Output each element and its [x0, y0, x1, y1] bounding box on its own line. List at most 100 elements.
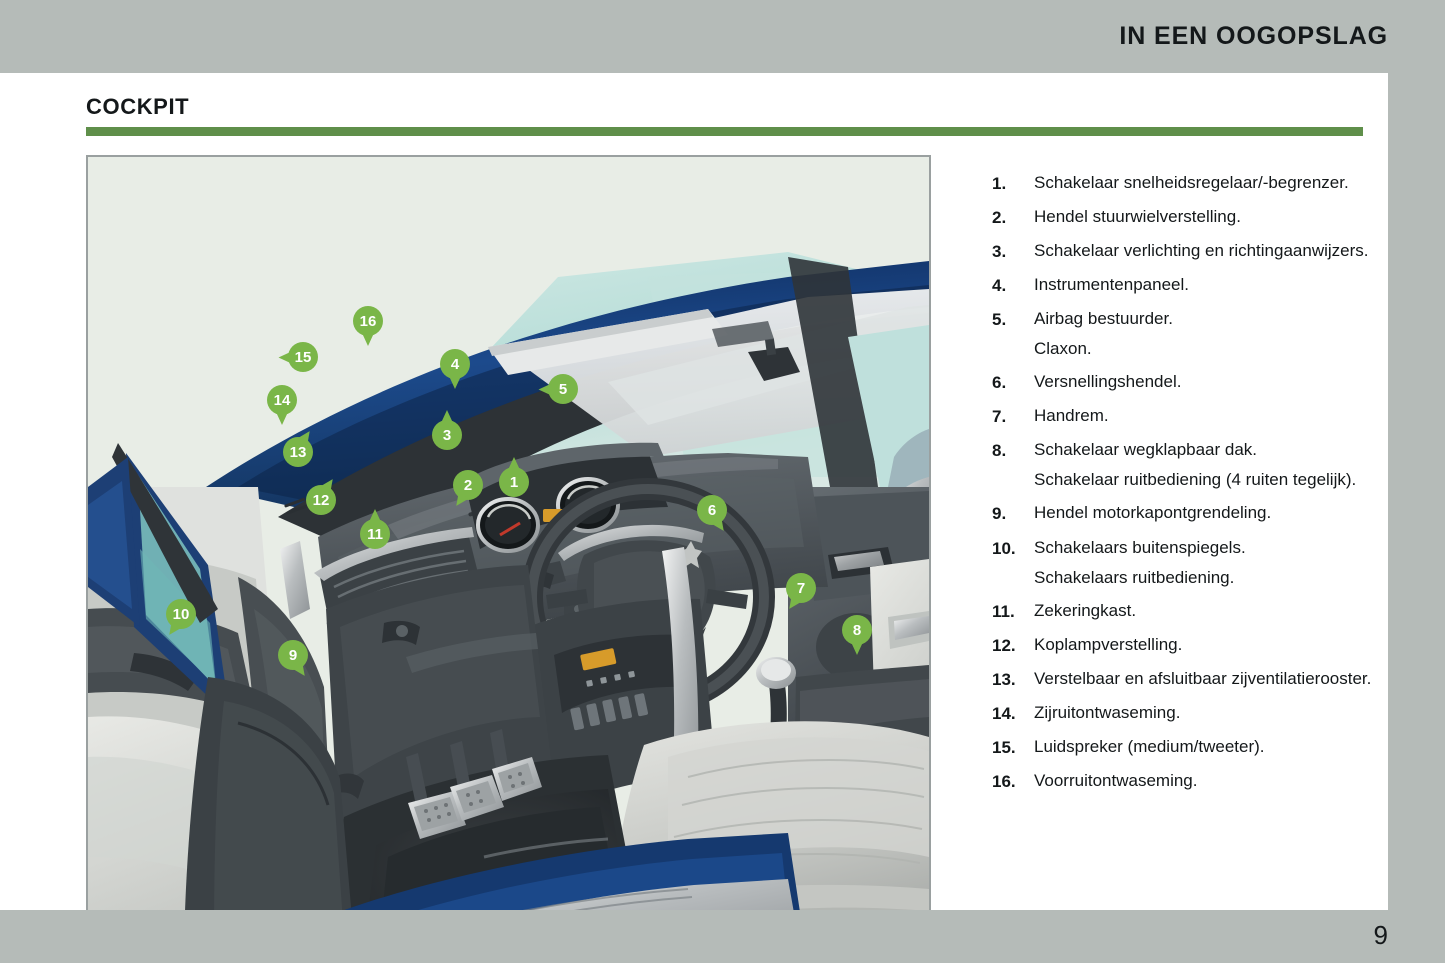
legend-item-number: 8.	[992, 441, 1007, 461]
legend-item: 3. Schakelaar verlichting en richtingaanw…	[992, 241, 1372, 262]
legend-item: 8. Schakelaar wegklapbaar dak.	[992, 440, 1372, 461]
callout-marker-label: 8	[852, 621, 862, 639]
legend-item: 7. Handrem.	[992, 406, 1372, 427]
legend-item-number: 16.	[992, 771, 1016, 791]
callout-marker-label: 5	[558, 380, 568, 398]
callout-marker-13[interactable]: 13	[283, 427, 315, 467]
legend-item: 4. Instrumentenpaneel.	[992, 275, 1372, 296]
cockpit-legend-list: 1. Schakelaar snelheidsregelaar/-begrenze…	[952, 173, 1372, 805]
cockpit-illustration: :::	[86, 155, 931, 963]
legend-item-label: Airbag bestuurder.	[1034, 309, 1173, 329]
callout-marker-10[interactable]: 10	[164, 599, 196, 639]
legend-item-label: Zijruitontwaseming.	[1034, 702, 1181, 722]
callout-marker-label: 10	[172, 605, 190, 623]
callout-pointer-icon	[538, 383, 552, 396]
page-title: COCKPIT	[86, 94, 190, 119]
callout-marker-label: 16	[359, 312, 377, 330]
legend-item: 6. Versnellingshendel.	[992, 372, 1372, 393]
legend-item: 9. Hendel motorkapontgrendeling.	[992, 503, 1372, 524]
legend-item-label: Hendel stuurwielverstelling.	[1034, 207, 1241, 227]
callout-pointer-icon	[278, 351, 292, 364]
callout-pointer-icon	[449, 376, 461, 389]
legend-item-label: Koplampverstelling.	[1034, 634, 1183, 654]
callout-marker-label: 15	[294, 348, 312, 366]
callout-pointer-icon	[369, 509, 381, 522]
legend-item-number: 12.	[992, 635, 1016, 655]
callout-marker-label: 1	[509, 473, 519, 491]
page-header-band: IN EEN OOGOPSLAG	[0, 0, 1445, 73]
callout-marker-9[interactable]: 9	[278, 640, 310, 680]
legend-item: 12. Koplampverstelling.	[992, 635, 1372, 656]
legend-item: 5. Airbag bestuurder.	[992, 309, 1372, 330]
legend-item: 1. Schakelaar snelheidsregelaar/-begrenze…	[992, 173, 1372, 194]
legend-item-number: 10.	[992, 538, 1016, 558]
callout-marker-16[interactable]: 16	[353, 306, 383, 346]
legend-item-number: 4.	[992, 276, 1007, 296]
callout-marker-label: 7	[796, 579, 806, 597]
section-title: IN EEN OOGOPSLAG	[1119, 22, 1388, 50]
callout-marker-6[interactable]: 6	[697, 495, 729, 535]
callout-pointer-icon	[276, 412, 288, 425]
legend-item: Schakelaar ruitbediening (4 ruiten tegel…	[992, 470, 1372, 490]
callout-marker-5[interactable]: 5	[538, 374, 578, 404]
callout-marker-8[interactable]: 8	[842, 615, 872, 655]
legend-item-number: 1.	[992, 174, 1007, 193]
legend-item-label: Voorruitontwaseming.	[1034, 770, 1198, 790]
page-number: 9	[1373, 920, 1388, 950]
legend-item: 13. Verstelbaar en afsluitbaar zijventila…	[992, 669, 1372, 690]
page-footer-band: 9	[0, 910, 1445, 963]
callout-pointer-icon	[851, 642, 863, 655]
callout-marker-3[interactable]: 3	[432, 410, 462, 450]
callout-marker-2[interactable]: 2	[451, 470, 483, 510]
legend-item-number: 5.	[992, 310, 1007, 330]
callout-pointer-icon	[441, 410, 453, 423]
callout-marker-label: 2	[463, 476, 473, 494]
callout-marker-label: 11	[367, 525, 383, 543]
callout-pointer-icon	[362, 333, 374, 346]
legend-item-label: Hendel motorkapontgrendeling.	[1034, 503, 1272, 523]
legend-item-label: Verstelbaar en afsluitbaar zijventilatie…	[1034, 668, 1372, 688]
legend-item-number: 14.	[992, 703, 1016, 723]
callout-marker-label: 4	[450, 355, 460, 373]
legend-item-number: 2.	[992, 208, 1007, 228]
callout-marker-1[interactable]: 1	[499, 457, 529, 497]
callout-marker-4[interactable]: 4	[440, 349, 470, 389]
legend-item-label: Zekeringkast.	[1034, 600, 1137, 620]
cockpit-artwork: :::	[88, 157, 929, 963]
legend-item: Claxon.	[992, 339, 1372, 359]
legend-item-label: Schakelaars buitenspiegels.	[1034, 537, 1246, 557]
legend-item-label: Schakelaar verlichting en richtingaanwij…	[1034, 241, 1369, 261]
callout-marker-label: 6	[707, 501, 717, 519]
legend-item-label: Schakelaar wegklapbaar dak.	[1034, 440, 1258, 460]
legend-item: 11. Zekeringkast.	[992, 601, 1372, 622]
callout-marker-15[interactable]: 15	[278, 342, 318, 372]
title-underline-rule	[86, 127, 1363, 136]
callout-marker-7[interactable]: 7	[784, 573, 816, 613]
legend-item-number: 7.	[992, 407, 1007, 427]
callout-marker-11[interactable]: 11	[360, 509, 390, 549]
callout-marker-label: 13	[289, 443, 307, 461]
legend-item: 14. Zijruitontwaseming.	[992, 703, 1372, 724]
legend-item-label: Schakelaar snelheidsregelaar/-begrenzer.	[1034, 173, 1349, 192]
legend-item-number: 9.	[992, 504, 1007, 524]
callout-marker-12[interactable]: 12	[306, 475, 338, 515]
callout-pointer-icon	[508, 457, 520, 470]
legend-item-number: 15.	[992, 737, 1016, 757]
legend-item-label: Handrem.	[1034, 406, 1109, 426]
legend-item: 16. Voorruitontwaseming.	[992, 771, 1372, 792]
callout-marker-label: 14	[273, 391, 291, 409]
legend-item: 2. Hendel stuurwielverstelling.	[992, 207, 1372, 228]
legend-item: 15.Luidspreker (medium/tweeter).	[992, 737, 1372, 758]
legend-item-number: 6.	[992, 373, 1007, 393]
callout-marker-label: 12	[312, 491, 330, 509]
legend-item-number: 13.	[992, 669, 1016, 689]
legend-item-label: Versnellingshendel.	[1034, 372, 1182, 392]
legend-item-number: 3.	[992, 242, 1007, 262]
legend-item-label: Instrumentenpaneel.	[1034, 275, 1189, 295]
legend-item-number: 11.	[992, 601, 1015, 621]
legend-item-label: Schakelaar ruitbediening (4 ruiten tegel…	[1034, 470, 1357, 490]
callout-marker-14[interactable]: 14	[267, 385, 297, 425]
callout-marker-label: 9	[288, 646, 298, 664]
legend-item-label: Schakelaars ruitbediening.	[1034, 567, 1235, 587]
